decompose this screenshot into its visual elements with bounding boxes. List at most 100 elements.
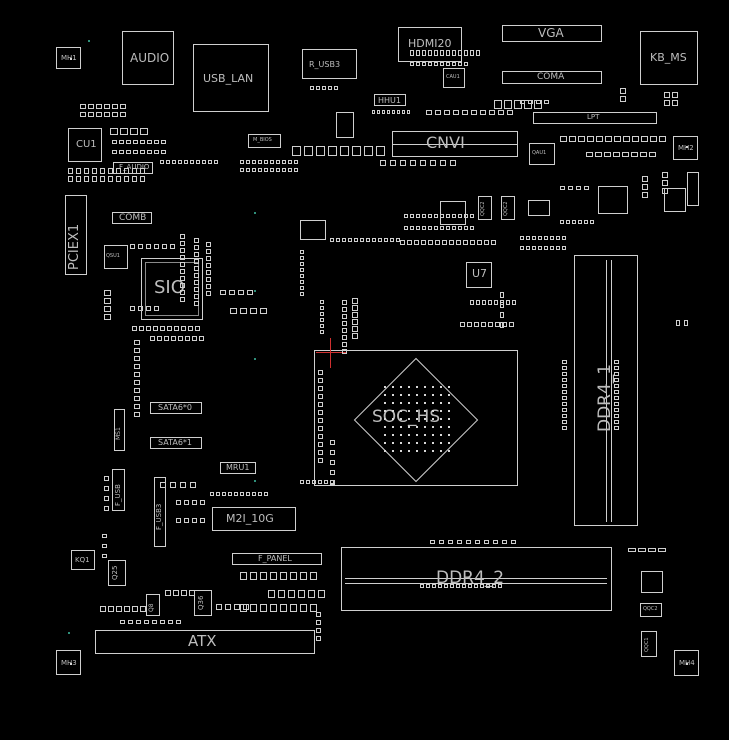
pad: [120, 620, 125, 624]
pad: [322, 86, 326, 90]
soc-ball: [400, 410, 402, 412]
soc-ball: [424, 434, 426, 436]
pad: [622, 152, 629, 157]
soc-marker-h: [316, 352, 346, 353]
pad: [352, 298, 358, 304]
pad: [458, 226, 462, 230]
pad: [613, 152, 620, 157]
pad: [432, 584, 436, 588]
pad: [562, 236, 566, 240]
pad: [446, 50, 450, 56]
pad: [243, 604, 249, 610]
pad: [477, 240, 482, 245]
m2i-10g-slot: [212, 507, 296, 531]
ddr4-2-label: DDR4_2: [436, 568, 505, 588]
pad: [264, 160, 268, 164]
soc-ball: [424, 386, 426, 388]
pad: [68, 176, 73, 182]
pad: [452, 62, 456, 66]
pad: [206, 242, 211, 247]
pad: [328, 86, 332, 90]
pad: [526, 246, 530, 250]
pad: [631, 152, 638, 157]
pad: [416, 226, 420, 230]
pad: [372, 110, 375, 114]
pad: [229, 290, 235, 295]
f-audio-label: F_AUDIO: [119, 163, 150, 171]
pad: [544, 236, 548, 240]
soc-ball: [440, 410, 442, 412]
pad: [188, 326, 193, 331]
pad: [104, 112, 110, 117]
pad: [290, 604, 297, 612]
soc-ball: [440, 426, 442, 428]
pad: [138, 244, 143, 249]
pad: [664, 100, 670, 106]
pad: [104, 314, 111, 320]
pad: [318, 378, 323, 383]
pad: [185, 336, 190, 341]
pad: [310, 572, 317, 580]
pad: [662, 180, 668, 186]
pad: [536, 100, 541, 104]
pad: [453, 110, 459, 115]
pad: [410, 160, 416, 166]
pad: [584, 186, 589, 190]
pad: [124, 168, 129, 174]
coma-label: COMA: [537, 72, 565, 82]
soc-ball: [416, 402, 418, 404]
pad: [422, 62, 426, 66]
pad: [84, 176, 89, 182]
test-point: [254, 358, 256, 360]
pad: [180, 283, 185, 288]
chip-u-small: [300, 220, 326, 240]
pad: [520, 100, 525, 104]
test-point: [254, 290, 256, 292]
soc-ball: [408, 394, 410, 396]
soc-ball: [408, 426, 410, 428]
test-point: [88, 40, 90, 42]
pad: [128, 620, 133, 624]
pad: [252, 492, 256, 496]
pad: [562, 390, 567, 394]
pad: [662, 172, 668, 178]
pad: [614, 378, 619, 382]
m-bios-label: M_BIOS: [253, 137, 272, 143]
pad: [320, 300, 324, 304]
sata6-1-connector: [150, 437, 202, 449]
soc-ball: [416, 434, 418, 436]
pad: [102, 544, 107, 548]
pad: [154, 306, 159, 311]
pad: [360, 238, 364, 242]
pad: [246, 160, 250, 164]
q8-chip: [146, 594, 160, 616]
pad: [202, 160, 206, 164]
hole-dot: [686, 663, 688, 665]
cu1-chip: [68, 128, 102, 162]
pad: [104, 506, 109, 511]
soc-ball: [400, 386, 402, 388]
pad: [168, 620, 173, 624]
soc-ball: [440, 394, 442, 396]
pad: [96, 112, 102, 117]
usb-lan-connector: [193, 44, 269, 112]
pad: [320, 306, 324, 310]
qau1-chip: [529, 143, 555, 165]
pad: [614, 414, 619, 418]
pad: [80, 112, 86, 117]
pad: [614, 366, 619, 370]
pad: [504, 100, 512, 109]
pciex1-label: PCIEX1: [67, 223, 82, 270]
pad: [108, 176, 113, 182]
pad: [584, 220, 588, 224]
pad: [569, 136, 576, 142]
pad: [104, 476, 109, 481]
pad: [173, 590, 179, 596]
pad: [270, 160, 274, 164]
pad: [560, 136, 567, 142]
pad: [260, 308, 267, 314]
pad: [154, 150, 159, 154]
sio-label: SIO: [154, 277, 185, 298]
soc-ball: [448, 442, 450, 444]
soc-ball: [408, 410, 410, 412]
